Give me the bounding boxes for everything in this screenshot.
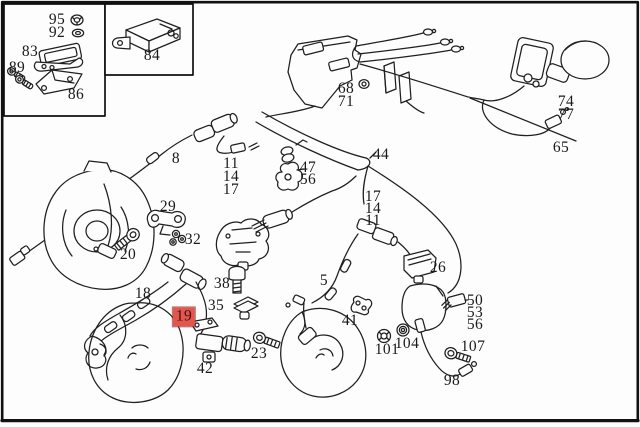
part-label-77[interactable]: 77	[557, 105, 575, 123]
part-label-95[interactable]: 95	[48, 10, 66, 28]
part-label-8[interactable]: 8	[171, 149, 181, 167]
rear-rotor-center-drawing	[280, 294, 367, 398]
pump-assembly-drawing	[468, 37, 610, 142]
part-label-23[interactable]: 23	[250, 344, 268, 362]
washer-92-drawing	[71, 28, 85, 38]
inset-box-fasteners	[3, 3, 106, 117]
part-label-86[interactable]: 86	[67, 85, 85, 103]
part-label-56[interactable]: 56	[466, 315, 484, 333]
part-label-42[interactable]: 42	[196, 359, 214, 377]
part-label-74[interactable]: 74	[557, 92, 575, 110]
grommet-parts-drawing	[275, 146, 305, 191]
bushing-104-drawing	[396, 323, 410, 337]
rear-sensor-cable-drawing	[311, 218, 437, 304]
bolt-107-drawing	[444, 347, 472, 363]
part-label-35[interactable]: 35	[207, 296, 225, 314]
cable-connector-drawing	[193, 112, 238, 143]
relay-84-drawing	[111, 18, 181, 53]
part-label-83[interactable]: 83	[21, 42, 39, 60]
bracket-86-drawing	[35, 69, 83, 95]
bolt-23-drawing	[252, 331, 281, 349]
rear-rotor-left-drawing	[88, 302, 184, 404]
part-label-47[interactable]: 47	[299, 158, 317, 176]
part-label-68[interactable]: 68	[337, 79, 355, 97]
part-label-65[interactable]: 65	[552, 138, 570, 156]
part-label-11[interactable]: 11	[365, 211, 381, 229]
hydraulic-unit-drawing	[215, 175, 357, 271]
part-label-104[interactable]: 104	[394, 334, 420, 352]
nut-drawing	[358, 78, 370, 90]
part-label-17[interactable]: 17	[222, 180, 240, 198]
main-harness-drawing	[255, 111, 462, 294]
front-rotor-drawing	[43, 160, 155, 290]
part-label-19[interactable]: 19	[171, 306, 197, 327]
module-83-drawing	[33, 42, 84, 72]
bolt-20-drawing	[114, 227, 140, 251]
nut-101-drawing	[376, 328, 392, 344]
clip-35-drawing	[233, 296, 259, 320]
part-label-38[interactable]: 38	[213, 274, 231, 292]
part-label-84[interactable]: 84	[143, 46, 161, 64]
part-label-29[interactable]: 29	[159, 197, 177, 215]
bolt-38-drawing	[228, 265, 246, 294]
connector-26-drawing	[403, 249, 437, 284]
part-label-14[interactable]: 14	[222, 167, 240, 185]
part-label-53[interactable]: 53	[466, 303, 484, 321]
connector-bracket-drawing	[265, 35, 425, 118]
part-label-32[interactable]: 32	[184, 230, 202, 248]
wiring-harness-drawing	[351, 28, 469, 98]
bracket-29-drawing	[146, 209, 186, 236]
valve-42-drawing	[189, 317, 251, 363]
part-label-107[interactable]: 107	[460, 337, 486, 355]
nut-95-drawing	[70, 14, 84, 26]
part-label-11[interactable]: 11	[223, 154, 239, 172]
part-label-41[interactable]: 41	[341, 311, 359, 329]
connector-50-drawing	[441, 293, 467, 312]
connector-65-drawing	[544, 114, 563, 129]
relay-blocks-drawing	[383, 61, 425, 114]
part-label-44[interactable]: 44	[372, 145, 390, 163]
part-label-89[interactable]: 89	[8, 58, 26, 76]
part-label-14[interactable]: 14	[364, 199, 382, 217]
part-label-101[interactable]: 101	[374, 340, 400, 358]
part-label-17[interactable]: 17	[364, 187, 382, 205]
part-label-5[interactable]: 5	[319, 271, 329, 289]
part-label-98[interactable]: 98	[443, 371, 461, 389]
part-label-71[interactable]: 71	[337, 92, 355, 110]
part-label-56[interactable]: 56	[299, 170, 317, 188]
strap-98-drawing	[414, 317, 478, 377]
inset-box-relay	[104, 3, 194, 76]
part-label-92[interactable]: 92	[48, 23, 66, 41]
part-label-18[interactable]: 18	[134, 284, 152, 302]
part-label-20[interactable]: 20	[119, 245, 137, 263]
nuts-32-drawing	[169, 229, 187, 246]
screws-89-drawing	[6, 67, 34, 90]
part-label-50[interactable]: 50	[466, 291, 484, 309]
clip-41-drawing	[350, 295, 373, 316]
part-label-26[interactable]: 26	[429, 258, 447, 276]
mounting-plate-drawing	[401, 283, 469, 332]
